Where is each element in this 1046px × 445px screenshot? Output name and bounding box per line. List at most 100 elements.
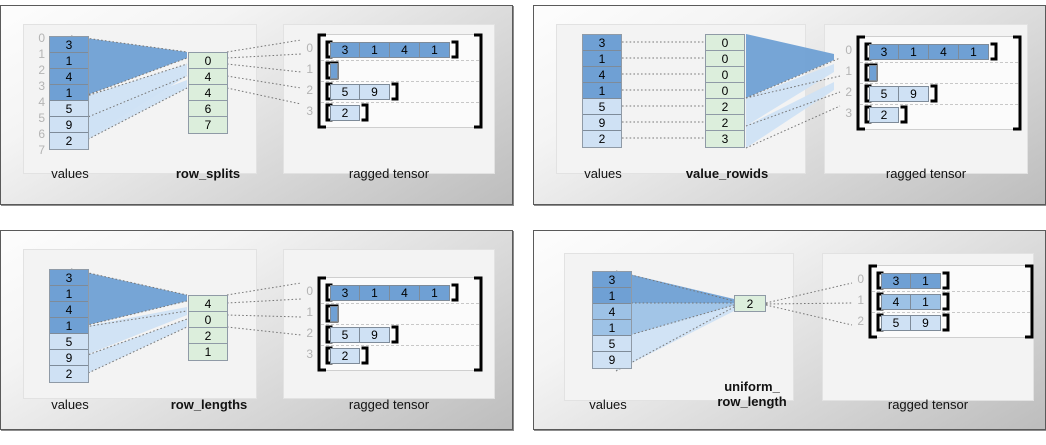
row-bracket [325,283,459,302]
row-bracket [864,42,998,61]
value-cell: 5 [583,99,621,115]
tensor-cell: 1 [911,273,941,289]
tensor-empty-cell [330,306,338,322]
value-cell: 1 [593,320,631,336]
tensor-cell-group [330,63,338,79]
value-cell: 1 [583,51,621,67]
value-cell: 3 [593,272,631,288]
value-cell: 5 [50,101,88,117]
value-cell: 9 [583,115,621,131]
tensor-row-index: 1 [857,293,864,307]
partition-cell: 0 [706,83,744,99]
value-cell: 4 [583,67,621,83]
tensor-cell-group: 2 [869,107,899,123]
tensor-cell: 9 [899,86,929,102]
tensor-row-index: 0 [306,284,313,298]
value-cell: 1 [583,83,621,99]
value-index: 3 [38,79,45,93]
value-cell: 1 [50,53,88,69]
tensor-row-separator [321,60,479,61]
tensor-cell: 9 [360,84,390,100]
tensor-row-index: 3 [845,106,852,120]
tensor-row-index: 2 [857,314,864,328]
value-cell: 1 [50,318,88,334]
values-caption: values [51,166,89,181]
tensor-row-index: 1 [845,64,852,78]
value-cell: 1 [50,85,88,101]
tensor-cell: 1 [420,285,450,301]
tensor-cell: 9 [360,327,390,343]
partition-caption: value_rowids [685,166,769,181]
partition-cell: 7 [189,117,227,133]
value-index: 4 [38,95,45,109]
partition-cell: 0 [706,51,744,67]
partition-cell: 0 [706,67,744,83]
value-index: 1 [38,47,45,61]
tensor-cell: 1 [360,42,390,58]
partition-caption-line1: uniform_ [724,379,780,394]
tensor-row-separator [321,303,479,304]
tensor-cell: 9 [911,315,941,331]
partition-scalar: 2 [734,295,766,312]
tensor-cell: 5 [869,86,899,102]
row-bracket [876,292,950,311]
value-index: 0 [38,31,45,45]
value-cell: 3 [50,37,88,53]
tensor-row-separator [872,291,1030,292]
partition-cell: 4 [189,69,227,85]
tensor-row-separator [860,83,1018,84]
partition-cell: 6 [189,101,227,117]
row-bracket [864,84,938,103]
tensor-row-separator [321,81,479,82]
row-bracket [325,325,399,344]
row-bracket [325,346,369,365]
tensor-cell: 5 [330,84,360,100]
tensor-cell: 4 [881,294,911,310]
tensor-cell: 4 [390,285,420,301]
value-cell: 1 [593,288,631,304]
partition-cell: 0 [706,35,744,51]
tensor-cell: 4 [929,44,959,60]
partition-cell: 2 [706,99,744,115]
tensor-cell: 4 [390,42,420,58]
tensor-cell: 1 [899,44,929,60]
values-caption: values [589,397,627,412]
tensor-cell: 1 [360,285,390,301]
value-cell: 9 [593,352,631,368]
tensor-cell: 3 [330,285,360,301]
tensor-caption: ragged tensor [885,166,967,181]
value-index: 5 [38,111,45,125]
tensor-row-index: 2 [845,85,852,99]
tensor-caption: ragged tensor [887,397,969,412]
tensor-cell: 5 [881,315,911,331]
tensor-cell: 3 [869,44,899,60]
value-cell: 4 [50,69,88,85]
tensor-cell: 3 [330,42,360,58]
value-cell: 3 [50,270,88,286]
tensor-cell: 2 [869,107,899,123]
partition-caption-line2: row_length [717,394,787,409]
tensor-row-separator [860,104,1018,105]
row-bracket [325,103,369,122]
tensor-row-separator [321,345,479,346]
partition-cell: 4 [189,296,227,312]
tensor-cell: 2 [330,348,360,364]
partition-caption: row_lengths [170,397,248,412]
tensor-cell: 1 [959,44,989,60]
tensor-row-separator [860,62,1018,63]
tensor-caption: ragged tensor [348,166,430,181]
